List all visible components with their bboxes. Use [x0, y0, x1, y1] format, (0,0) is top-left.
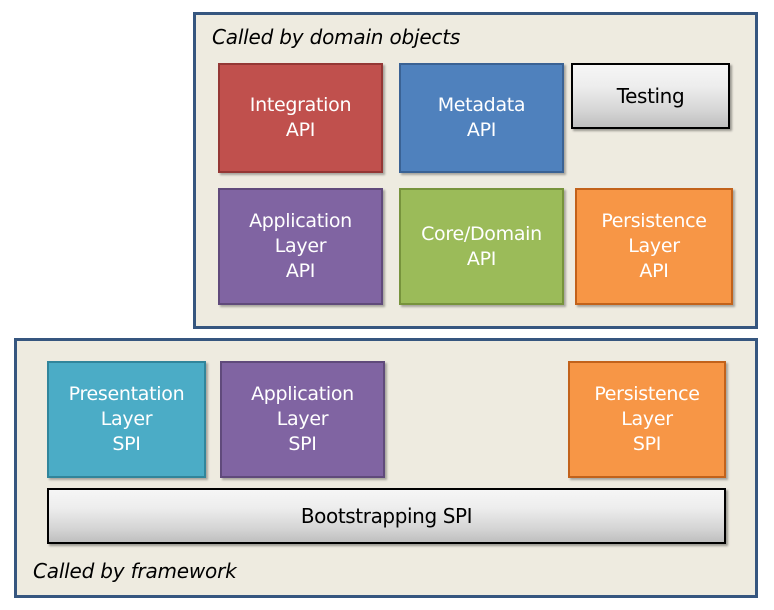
bootstrapping-spi-box[interactable]: Bootstrapping SPI	[47, 488, 726, 544]
persistence-layer-spi-line3: SPI	[632, 433, 662, 455]
framework-panel-caption: Called by framework	[33, 559, 237, 583]
integration-api-line1: Integration	[249, 94, 352, 116]
application-layer-spi-line2: Layer	[276, 408, 329, 430]
persistence-layer-api-line3: API	[639, 260, 669, 282]
core-domain-api-line2: API	[466, 247, 497, 270]
application-layer-api-line2: Layer	[274, 235, 327, 257]
application-layer-spi-line1: Application	[251, 383, 354, 405]
presentation-layer-spi-line2: Layer	[100, 408, 153, 430]
presentation-layer-spi-box[interactable]: Presentation Layer SPI	[47, 361, 206, 478]
testing-box[interactable]: Testing	[571, 63, 730, 129]
metadata-api-box[interactable]: Metadata API	[399, 63, 564, 173]
presentation-layer-spi-line1: Presentation	[68, 383, 185, 405]
domain-objects-panel: Called by domain objects Integration API…	[193, 12, 758, 329]
persistence-layer-api-line1: Persistence	[601, 210, 707, 232]
application-layer-api-line3: API	[285, 260, 316, 282]
persistence-layer-spi-line1: Persistence	[594, 383, 700, 405]
persistence-layer-api-line2: Layer	[628, 235, 680, 257]
domain-panel-caption: Called by domain objects	[212, 25, 461, 49]
integration-api-box[interactable]: Integration API	[218, 63, 383, 173]
application-layer-spi-line3: SPI	[288, 433, 317, 455]
metadata-api-line1: Metadata	[437, 94, 526, 116]
persistence-layer-spi-box[interactable]: Persistence Layer SPI	[568, 361, 726, 478]
persistence-layer-spi-line2: Layer	[621, 408, 673, 430]
core-domain-api-line1: Core/Domain	[421, 222, 542, 245]
testing-label: Testing	[616, 84, 685, 108]
integration-api-line2: API	[285, 119, 316, 141]
application-layer-spi-box[interactable]: Application Layer SPI	[220, 361, 385, 478]
application-layer-api-line1: Application	[249, 210, 352, 232]
framework-panel: Presentation Layer SPI Application Layer…	[14, 338, 758, 598]
persistence-layer-api-box[interactable]: Persistence Layer API	[575, 188, 733, 305]
presentation-layer-spi-line3: SPI	[112, 433, 141, 455]
bootstrapping-spi-label: Bootstrapping SPI	[300, 504, 473, 528]
core-domain-api-box[interactable]: Core/Domain API	[399, 188, 564, 305]
application-layer-api-box[interactable]: Application Layer API	[218, 188, 383, 305]
metadata-api-line2: API	[466, 119, 497, 141]
